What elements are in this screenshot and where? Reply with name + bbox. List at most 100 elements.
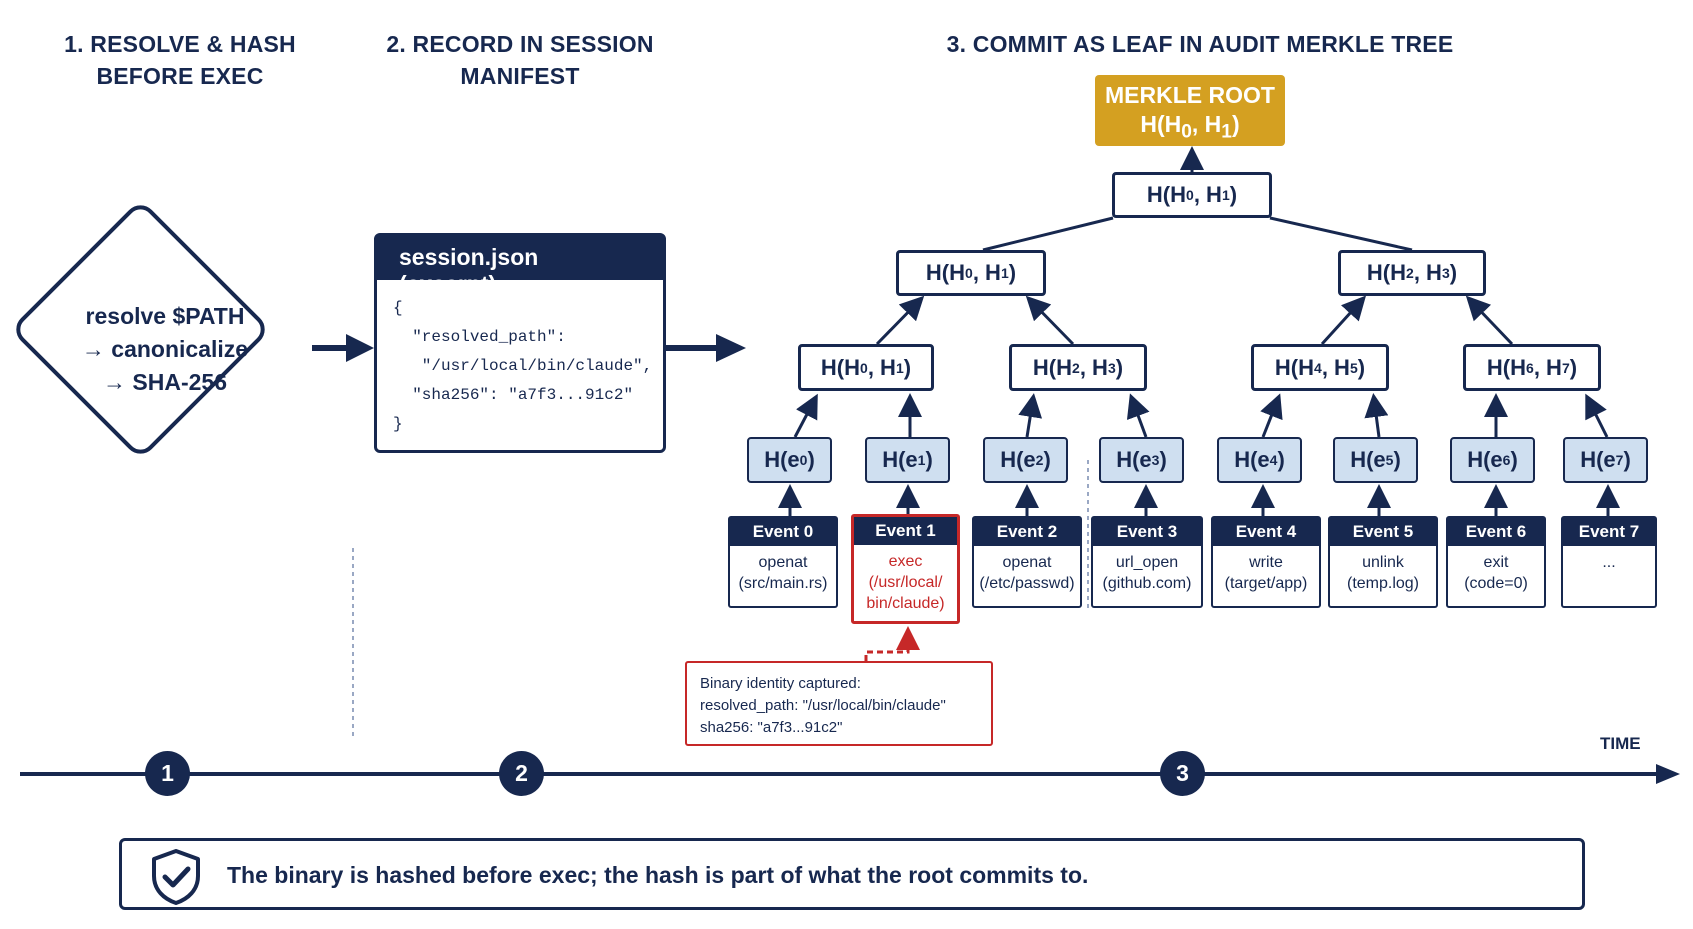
step3-heading: 3. COMMIT AS LEAF IN AUDIT MERKLE TREE [946,31,1454,57]
event-card-2: Event 2 openat(/etc/passwd) [972,516,1082,608]
step2-heading-line1: 2. RECORD IN SESSION [386,31,654,57]
l2-0-sub-b: 1 [895,359,904,376]
shield-check-icon [152,849,200,905]
step2-heading: 2. RECORD IN SESSION MANIFEST [380,28,660,92]
timeline-marker-1: 1 [145,751,190,796]
diamond-text: resolve $PATH → canonicalize → SHA-256 [20,300,310,399]
event-title: Event 3 [1093,518,1201,546]
diamond-line-2: → canonicalize [81,336,249,362]
flow-arrow-1 [312,334,374,362]
leaf-4-sub: 4 [1269,452,1278,468]
binary-identity-callout: Binary identity captured: resolved_path:… [685,661,993,746]
merkle-root-box: MERKLE ROOT H(H0, H1) [1095,75,1285,146]
event-line: bin/claude) [866,595,945,612]
top-sub-b: 1 [1221,187,1230,203]
event-line: unlink [1362,554,1404,571]
l2-3-sub-a: 6 [1526,359,1534,376]
event-line: (target/app) [1224,575,1308,592]
code-line-3: "/usr/local/bin/claude", [393,357,653,375]
event-line: (github.com) [1102,575,1192,592]
event-title: Event 5 [1330,518,1436,546]
event-title: Event 2 [974,518,1080,546]
event-title: Event 1 [854,517,957,545]
event-card-5: Event 5 unlink (temp.log) [1328,516,1438,608]
event-body: openat(/etc/passwd) [974,546,1080,594]
callout-line-3: sha256: "a7f3...91c2" [700,719,843,736]
event-body: exec(/usr/local/bin/claude) [854,545,957,614]
flow-arrow-2 [666,334,746,362]
root-sub-a: 0 [1181,121,1192,143]
event-line: openat [758,554,808,571]
leaf-7-sub: 7 [1615,452,1624,468]
leaf-5-sub: 5 [1385,452,1394,468]
event-card-0: Event 0 openat(src/main.rs) [728,516,838,608]
event-line: (code=0) [1464,575,1528,592]
timeline-arrowhead [1656,764,1680,784]
l2-1-sub-a: 2 [1072,359,1080,376]
event-body: unlink (temp.log) [1330,546,1436,594]
diamond-line-3: → SHA-256 [103,369,227,395]
event-card-6: Event 6 exit (code=0) [1446,516,1546,608]
code-line-2: "resolved_path": [393,328,566,346]
l2-2-sub-a: 4 [1314,359,1322,376]
l1-1-sub-b: 3 [1441,265,1450,281]
l1-0-sub-b: 1 [1000,265,1009,281]
session-manifest-card: session.json (excerpt) { "resolved_path"… [374,233,666,453]
leaf-0-sub: 0 [799,452,808,468]
l1-1-sub-a: 2 [1406,265,1414,281]
event-title: Event 6 [1448,518,1544,546]
l2-2-sub-b: 5 [1349,359,1358,376]
code-line-1: { [393,299,403,317]
leaf-2-sub: 2 [1035,452,1044,468]
l2-0-sub-a: 0 [860,359,868,376]
code-line-4: "sha256": "a7f3...91c2" [393,386,634,404]
l2-1-sub-b: 3 [1107,359,1116,376]
top-sub-a: 0 [1186,187,1194,203]
l1-0-sub-a: 0 [965,265,973,281]
step1-heading-line2: BEFORE EXEC [96,63,264,89]
manifest-code: { "resolved_path": "/usr/local/bin/claud… [377,280,663,439]
leaf-6-sub: 6 [1502,452,1511,468]
event-line: write [1249,554,1283,571]
event-line: exit [1483,554,1509,571]
event-card-1-highlighted: Event 1 exec(/usr/local/bin/claude) [851,514,960,624]
leaf-1-sub: 1 [917,452,926,468]
merkle-root-hash: H(H0, H1) [1140,111,1240,143]
event-body: url_open (github.com) [1093,546,1201,594]
diamond-line-1: resolve $PATH [85,303,245,329]
leaf-3-sub: 3 [1151,452,1160,468]
event-line: url_open [1115,554,1179,571]
code-line-5: } [393,415,403,433]
event-body: openat(src/main.rs) [730,546,836,594]
timeline-label: TIME [1600,734,1641,753]
event-line: ... [1602,554,1616,571]
step1-heading: 1. RESOLVE & HASH BEFORE EXEC [40,28,320,92]
event-body: exit (code=0) [1448,546,1544,594]
event-body: write (target/app) [1213,546,1319,594]
event-title: Event 4 [1213,518,1319,546]
summary-banner: The binary is hashed before exec; the ha… [119,838,1585,910]
timeline-marker-3: 3 [1160,751,1205,796]
root-sub-b: 1 [1221,121,1232,143]
l2-3-sub-b: 7 [1561,359,1570,376]
event-line: exec [888,553,923,570]
summary-text: The binary is hashed before exec; the ha… [227,862,1089,888]
event-line: (temp.log) [1346,575,1420,592]
event-line: openat [1002,554,1052,571]
step1-heading-line1: 1. RESOLVE & HASH [64,31,296,57]
manifest-title: session.json (excerpt) [377,236,663,297]
